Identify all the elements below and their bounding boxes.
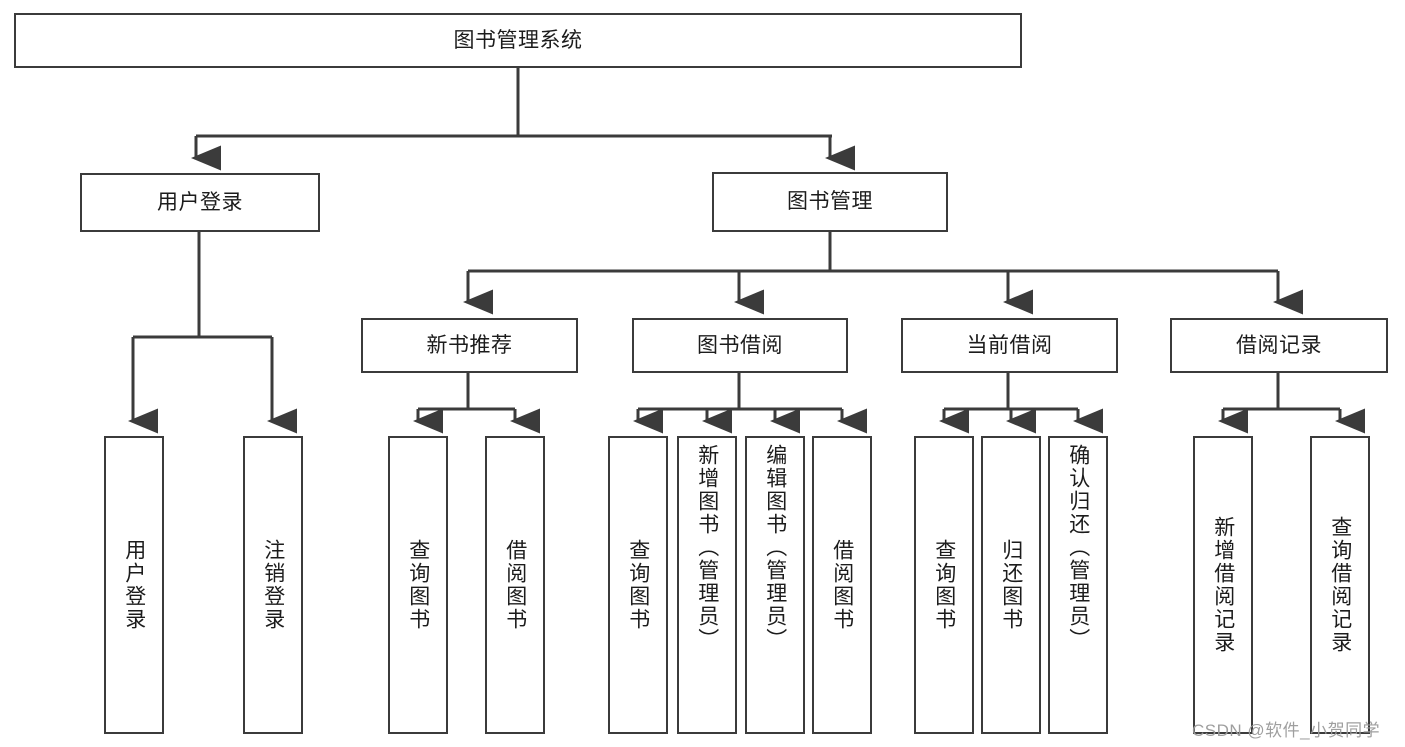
node-borrow-record[interactable]: 借阅记录 <box>1170 318 1388 373</box>
leaf-query-book-recommend-label: 查询图书 <box>406 539 430 631</box>
node-root[interactable]: 图书管理系统 <box>14 13 1022 68</box>
node-user-login-label: 用户登录 <box>157 190 243 214</box>
leaf-query-book-recommend[interactable]: 查询图书 <box>388 436 448 734</box>
leaf-borrow-book-label: 借阅图书 <box>830 539 854 631</box>
leaf-user-logout[interactable]: 注销登录 <box>243 436 303 734</box>
leaf-borrow-book-recommend-label: 借阅图书 <box>503 539 527 631</box>
leaf-edit-book-admin[interactable]: 编辑图书（管理员） <box>745 436 805 734</box>
node-book-borrow-label: 图书借阅 <box>697 333 783 357</box>
leaf-query-book-borrow[interactable]: 查询图书 <box>608 436 668 734</box>
node-book-management-label: 图书管理 <box>787 190 873 214</box>
leaf-confirm-return-admin-label: 确认归还（管理员） <box>1066 444 1090 651</box>
leaf-user-login-label: 用户登录 <box>122 539 146 631</box>
node-current-borrow[interactable]: 当前借阅 <box>901 318 1118 373</box>
leaf-borrow-book[interactable]: 借阅图书 <box>812 436 872 734</box>
leaf-add-book-admin[interactable]: 新增图书（管理员） <box>677 436 737 734</box>
leaf-add-borrow-record[interactable]: 新增借阅记录 <box>1193 436 1253 734</box>
leaf-edit-book-admin-label: 编辑图书（管理员） <box>763 444 787 651</box>
leaf-borrow-book-recommend[interactable]: 借阅图书 <box>485 436 545 734</box>
leaf-confirm-return-admin[interactable]: 确认归还（管理员） <box>1048 436 1108 734</box>
leaf-query-book-current-label: 查询图书 <box>932 539 956 631</box>
leaf-add-book-admin-label: 新增图书（管理员） <box>695 444 719 651</box>
leaf-query-book-borrow-label: 查询图书 <box>626 539 650 631</box>
leaf-return-book-label: 归还图书 <box>999 539 1023 631</box>
node-root-label: 图书管理系统 <box>453 28 583 52</box>
node-user-login[interactable]: 用户登录 <box>80 173 320 232</box>
leaf-user-login[interactable]: 用户登录 <box>104 436 164 734</box>
leaf-user-logout-label: 注销登录 <box>261 539 285 631</box>
leaf-return-book[interactable]: 归还图书 <box>981 436 1041 734</box>
leaf-add-borrow-record-label: 新增借阅记录 <box>1211 516 1235 654</box>
node-borrow-record-label: 借阅记录 <box>1236 333 1322 357</box>
node-new-book-recommend-label: 新书推荐 <box>426 333 513 357</box>
node-current-borrow-label: 当前借阅 <box>966 333 1053 357</box>
leaf-query-borrow-record-label: 查询借阅记录 <box>1328 516 1352 654</box>
node-book-borrow[interactable]: 图书借阅 <box>632 318 848 373</box>
leaf-query-book-current[interactable]: 查询图书 <box>914 436 974 734</box>
csdn-watermark: CSDN @软件_小贺同学 <box>1192 721 1381 740</box>
node-book-management[interactable]: 图书管理 <box>712 172 948 232</box>
leaf-query-borrow-record[interactable]: 查询借阅记录 <box>1310 436 1370 734</box>
node-new-book-recommend[interactable]: 新书推荐 <box>361 318 578 373</box>
